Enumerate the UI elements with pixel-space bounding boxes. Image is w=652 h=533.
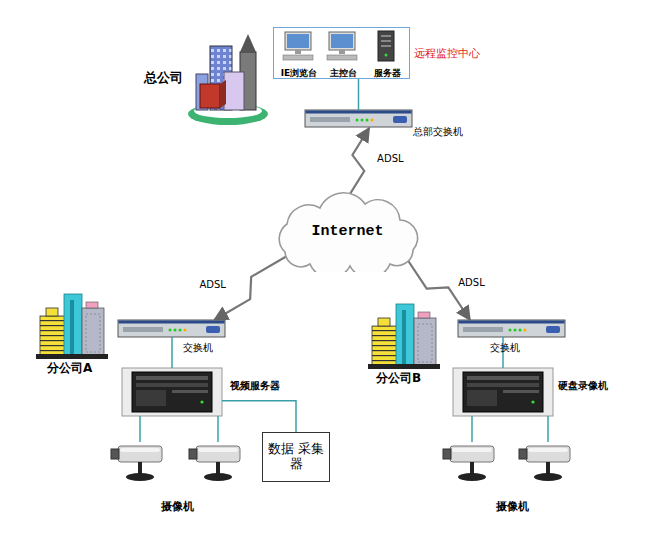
node-label: 总公司: [144, 71, 183, 86]
cable-line: [471, 416, 473, 442]
browser-station: IE浏览台: [277, 30, 321, 78]
node-label: 远程监控中心: [414, 48, 480, 61]
node-label: 交换机: [183, 342, 213, 354]
node-label: 分公司B: [376, 372, 421, 386]
cable-line: [358, 79, 360, 110]
internet-cloud: Internet: [265, 192, 430, 272]
node-label: 主控台: [321, 68, 365, 78]
cloud-outline: [279, 193, 417, 272]
node-label: 数据 采集器: [267, 442, 325, 472]
video-server: 视频服务器: [122, 368, 222, 416]
main-console: 主控台: [321, 30, 365, 78]
link-label: ADSL: [197, 279, 227, 290]
branch-building: 分公司A: [33, 290, 113, 360]
cable-line: [139, 416, 141, 442]
cable-line: [547, 416, 549, 442]
branch-switch: 交换机: [458, 320, 565, 337]
server-tower: 服务器: [365, 30, 409, 78]
adsl-link: [348, 128, 370, 198]
adsl-link: [405, 256, 470, 320]
link-label: ADSL: [375, 153, 405, 164]
cable-line: [217, 416, 219, 442]
link-label: ADSL: [456, 277, 486, 288]
node-label: 摄像机: [100, 501, 255, 514]
hq-building: 总公司: [188, 35, 270, 127]
node-label: IE浏览台: [277, 68, 321, 78]
branch-switch: 交换机: [118, 320, 225, 337]
dvr-recorder: 硬盘录像机: [453, 368, 553, 416]
data-collector-box: 数据 采集器: [262, 432, 330, 482]
camera-group: 摄像机: [100, 442, 255, 514]
node-label: 视频服务器: [230, 380, 280, 392]
node-label: 硬盘录像机: [558, 380, 608, 392]
cable-line: [222, 401, 296, 432]
camera-group: 摄像机: [435, 442, 590, 514]
node-label: Internet: [311, 223, 383, 240]
hq-switch: 总部交换机: [305, 110, 412, 128]
branch-building: 分公司B: [366, 300, 440, 370]
node-label: 摄像机: [435, 501, 590, 514]
node-label: 服务器: [365, 68, 409, 78]
node-label: 交换机: [490, 342, 520, 354]
cable-line: [171, 337, 173, 368]
monitor-center-box: 远程监控中心IE浏览台主控台服务器: [273, 27, 410, 79]
node-label: 分公司A: [47, 362, 92, 376]
node-label: 总部交换机: [413, 126, 463, 138]
